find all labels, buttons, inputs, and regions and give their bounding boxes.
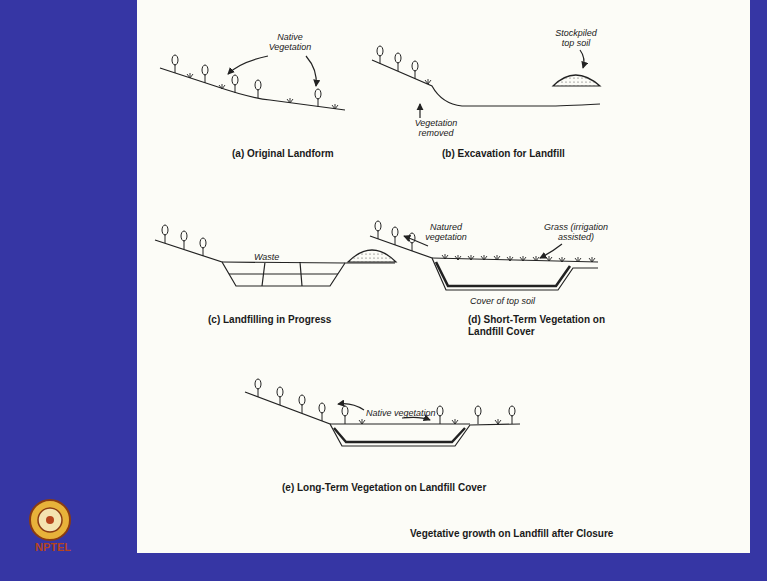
callout-label: Native Vegetation [268,32,312,53]
sketch-caption: (c) Landfilling in Progress [208,314,388,326]
logo-text: NPTEL [28,541,78,554]
sketch-caption: (e) Long-Term Vegetation on Landfill Cov… [282,482,522,494]
callout-label: Stockpiled top soil [548,28,604,49]
callout-label: Grass (irrigation assisted) [540,222,612,243]
callout-label: Cover of top soil [470,296,570,306]
callout-label: Natured vegetation [420,222,472,243]
callout-label: Waste [254,252,294,262]
sketch-caption: (a) Original Landform [232,148,392,160]
callout-label: Vegetation removed [405,118,467,139]
sketch-caption: (d) Short-Term Vegetation on Landfill Co… [468,314,608,337]
figure-caption: Vegetative growth on Landfill after Clos… [410,528,710,540]
sketch-caption: (b) Excavation for Landfill [442,148,612,160]
nptel-logo [30,500,70,540]
callout-label: Native vegetation [366,408,456,418]
